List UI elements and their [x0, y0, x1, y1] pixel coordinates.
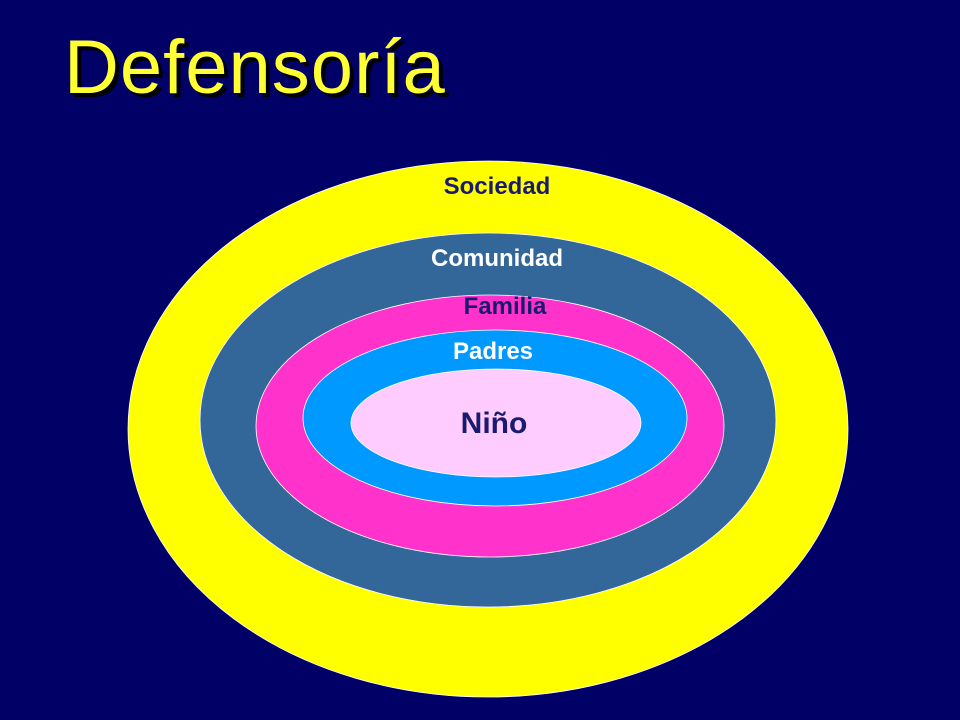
- ring-padres-label: Padres: [453, 338, 533, 365]
- ring-familia-label: Familia: [464, 293, 547, 320]
- ring-comunidad-label: Comunidad: [431, 245, 563, 272]
- ring-nino-shape: [350, 368, 642, 478]
- ring-nino-label: Niño: [461, 407, 528, 440]
- ring-nino: Niño: [350, 368, 642, 478]
- slide-title: Defensoría: [64, 25, 446, 110]
- ring-sociedad-label: Sociedad: [444, 173, 551, 200]
